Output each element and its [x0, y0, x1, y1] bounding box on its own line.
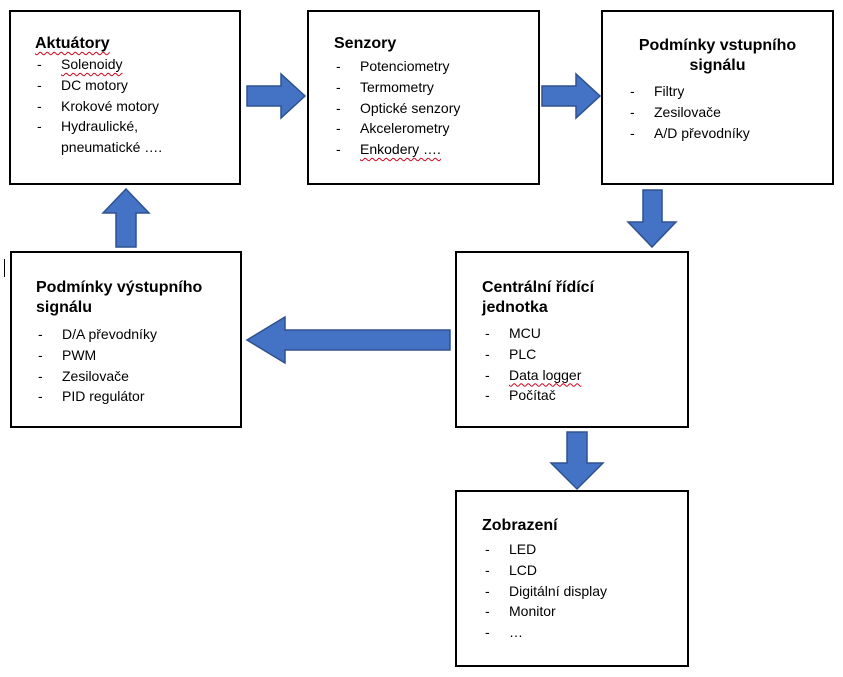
item-list: LED LCD Digitální display Monitor …: [485, 539, 607, 643]
arrow-vystupni-to-aktuatory: [101, 187, 151, 248]
list-item: DC motory: [37, 75, 162, 96]
list-item: PWM: [38, 345, 157, 366]
list-item: MCU: [485, 323, 581, 344]
list-item: Monitor: [485, 601, 607, 622]
box-title: Centrální řídící jednotka: [482, 278, 594, 318]
box-title: Podmínky výstupního signálu: [36, 278, 202, 318]
item-list: Filtry Zesilovače A/D převodníky: [630, 81, 750, 143]
list-item-continuation: pneumatické ….: [61, 139, 163, 156]
box-podminky-vstupniho-signalu: Podmínky vstupního signálu Filtry Zesilo…: [601, 10, 834, 185]
box-title: Senzory: [334, 34, 396, 54]
box-podminky-vystupniho-signalu: Podmínky výstupního signálu D/A převodní…: [10, 251, 242, 428]
list-item: Zesilovače: [38, 366, 157, 387]
box-title: Aktuátory: [35, 34, 110, 54]
box-title: Podmínky vstupního signálu: [603, 36, 832, 76]
box-title-line1: Centrální řídící: [482, 279, 595, 296]
box-aktuatory: Aktuátory Solenoidy DC motory Krokové mo…: [9, 10, 241, 185]
list-item: Zesilovače: [630, 102, 750, 123]
list-item: Termometry: [336, 77, 460, 98]
box-title-text: Aktuátory: [35, 35, 110, 52]
box-title-line1: Podmínky výstupního: [36, 279, 203, 296]
box-senzory: Senzory Potenciometry Termometry Optické…: [307, 10, 540, 185]
arrow-aktuatory-to-senzory: [246, 72, 307, 120]
list-item: Enkodery ….: [336, 139, 460, 160]
arrow-senzory-to-vstupni: [541, 72, 602, 120]
box-title-line2: signálu: [689, 57, 746, 74]
box-title: Zobrazení: [482, 516, 558, 536]
list-item: Data logger: [485, 365, 581, 386]
list-item: LED: [485, 539, 607, 560]
item-list: MCU PLC Data logger Počítač: [485, 323, 581, 406]
list-item: D/A převodníky: [38, 324, 157, 345]
item-list: Potenciometry Termometry Optické senzory…: [336, 56, 460, 160]
list-item: LCD: [485, 560, 607, 581]
box-zobrazeni: Zobrazení LED LCD Digitální display Moni…: [455, 490, 689, 667]
list-item: …: [485, 622, 607, 643]
box-title-line2: signálu: [36, 299, 93, 316]
item-list: Solenoidy DC motory Krokové motory Hydra…: [37, 54, 162, 158]
list-item: Krokové motory: [37, 96, 162, 117]
arrow-centralni-to-vystupni: [245, 315, 451, 365]
list-item: Akcelerometry: [336, 118, 460, 139]
list-item: Optické senzory: [336, 98, 460, 119]
list-item: PLC: [485, 344, 581, 365]
list-item: Filtry: [630, 81, 750, 102]
list-item: Solenoidy: [37, 54, 162, 75]
box-title-text: Senzory: [334, 35, 397, 52]
item-list: D/A převodníky PWM Zesilovače PID regulá…: [38, 324, 157, 407]
arrow-vstupni-to-centralni: [626, 189, 678, 249]
arrow-centralni-to-zobrazeni: [549, 431, 605, 491]
list-item: Počítač: [485, 385, 581, 406]
list-item: Potenciometry: [336, 56, 460, 77]
box-title-text: Zobrazení: [482, 517, 558, 534]
list-item: Hydraulické,: [37, 116, 162, 137]
list-item: A/D převodníky: [630, 123, 750, 144]
text-cursor: [4, 259, 5, 277]
box-title-line1: Podmínky vstupního: [638, 37, 797, 54]
box-centralni-ridici-jednotka: Centrální řídící jednotka MCU PLC Data l…: [455, 251, 689, 428]
list-item: PID regulátor: [38, 386, 157, 407]
list-item: Digitální display: [485, 581, 607, 602]
box-title-line2: jednotka: [482, 299, 548, 316]
